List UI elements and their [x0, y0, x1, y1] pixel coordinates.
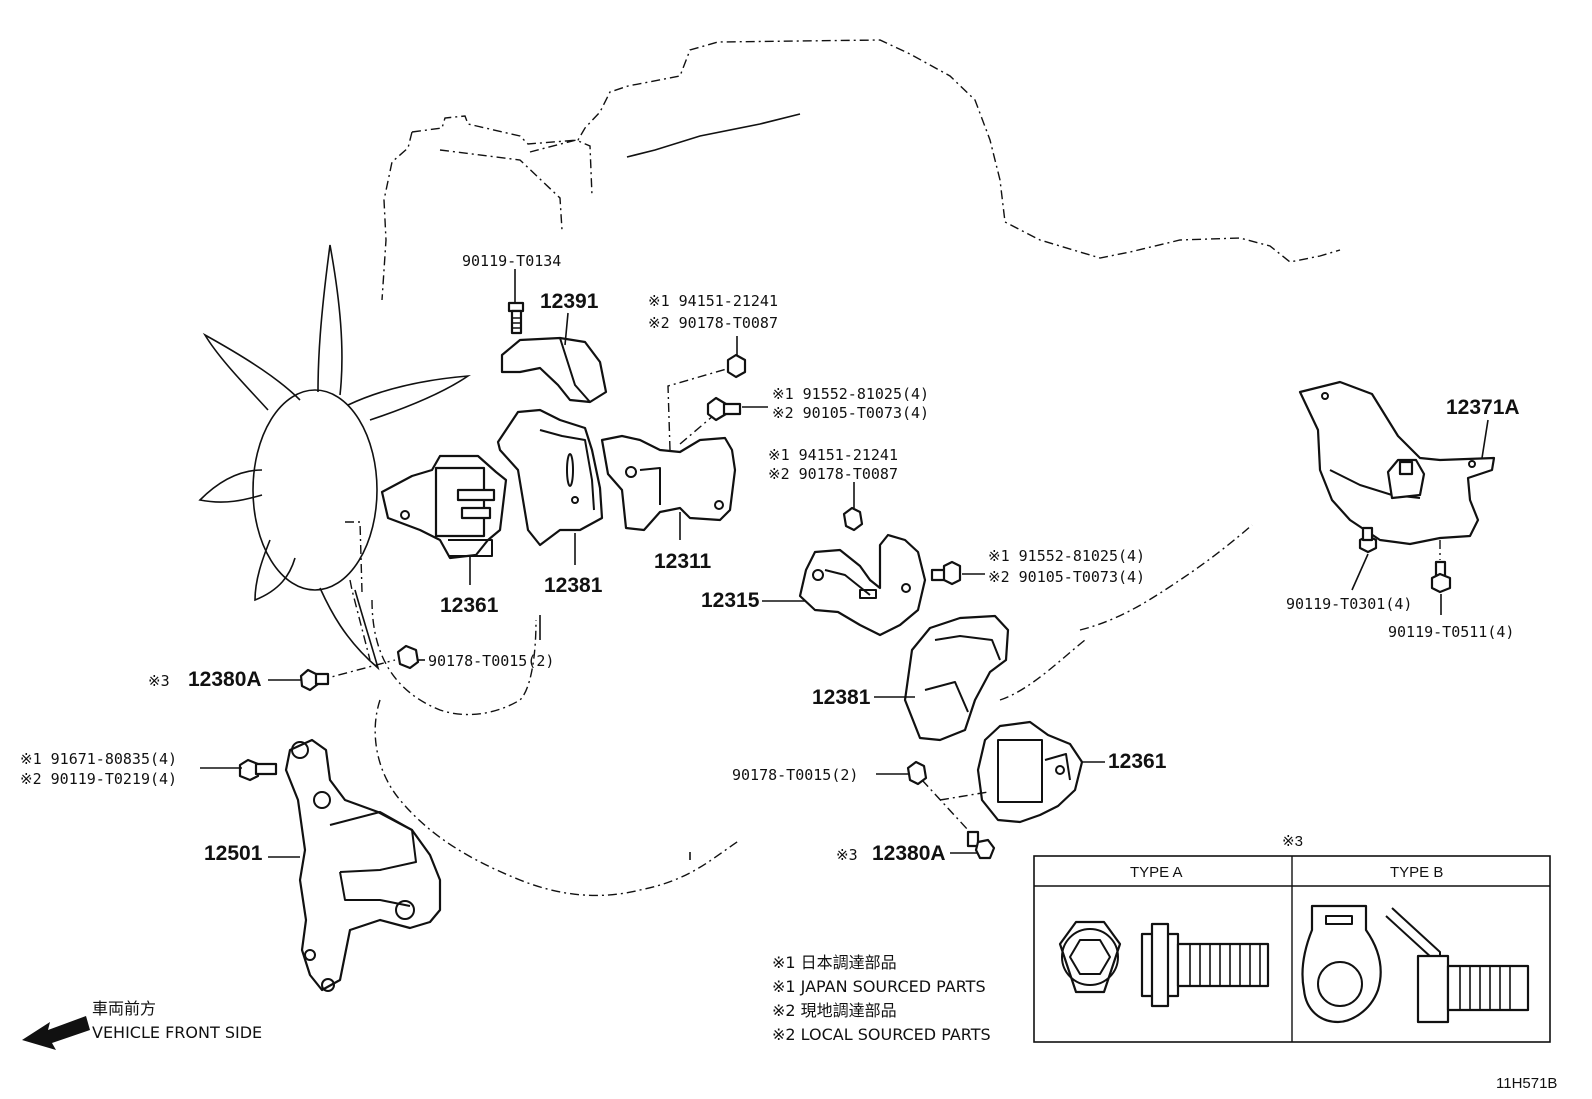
label-12311: 12311 [654, 550, 712, 573]
label-90119-t0219: ※2 90119-T0219(4) [20, 770, 177, 788]
part-12361-insulator-lower [976, 720, 1084, 824]
part-12381-bracket-upper [496, 408, 604, 547]
label-90178-t0015-right: 90178-T0015(2) [732, 766, 858, 784]
part-12391-cover [500, 336, 608, 404]
label-12380a-mark-left: ※3 [148, 672, 170, 690]
label-90105-upper: ※2 90105-T0073(4) [772, 404, 929, 422]
label-12380a-left: 12380A [188, 668, 262, 691]
label-91552-upper: ※1 91552-81025(4) [772, 385, 929, 403]
note-1-jp: ※1 日本調達部品 [772, 953, 897, 972]
type-b-header: TYPE B [1390, 864, 1443, 881]
direction-en: VEHICLE FRONT SIDE [92, 1023, 262, 1042]
type-b-bolt-illustration [1301, 904, 1530, 1024]
label-90119-t0301: 90119-T0301(4) [1286, 595, 1412, 613]
left-arrow-icon [22, 1016, 90, 1050]
label-90178-t0087-middle: ※2 90178-T0087 [768, 465, 898, 483]
type-a-header: TYPE A [1130, 864, 1183, 881]
leader-lines [200, 269, 1489, 858]
label-90119-t0134: 90119-T0134 [462, 252, 561, 270]
cooling-fan [198, 244, 471, 671]
bolt-90119-t0301 [1358, 526, 1378, 554]
label-12380a-mark-right: ※3 [836, 846, 858, 864]
label-90105-middle: ※2 90105-T0073(4) [988, 568, 1145, 586]
label-91671: ※1 91671-80835(4) [20, 750, 177, 768]
part-12501-bracket [284, 738, 442, 992]
label-91552-middle: ※1 91552-81025(4) [988, 547, 1145, 565]
part-12315-bracket [798, 533, 927, 637]
type-a-bolt-illustration [1058, 920, 1270, 1008]
vehicle-front-indicator: 車両前方 VEHICLE FRONT SIDE [22, 999, 262, 1050]
label-94151-middle: ※1 94151-21241 [768, 446, 898, 464]
label-90178-t0015-left: 90178-T0015(2) [428, 652, 554, 670]
lower-left-leaders [319, 615, 541, 681]
label-12381-upper: 12381 [544, 574, 603, 597]
note-1-en: ※1 JAPAN SOURCED PARTS [772, 977, 986, 996]
part-12361-insulator-upper [380, 454, 508, 560]
label-12315: 12315 [701, 589, 760, 612]
nut-90178-t0015-left [396, 644, 420, 670]
part-labels: 90119-T0134 12391 ※1 94151-21241 ※2 9017… [20, 252, 1520, 865]
label-12501: 12501 [204, 842, 263, 865]
direction-jp: 車両前方 [92, 999, 156, 1018]
type-table-title: ※3 [1282, 833, 1303, 850]
bolt-91671 [238, 758, 278, 782]
label-90178-t0087-upper: ※2 90178-T0087 [648, 314, 778, 332]
label-12381-lower: 12381 [812, 686, 871, 709]
sourcing-notes: ※1 日本調達部品 ※1 JAPAN SOURCED PARTS ※2 現地調達… [772, 953, 991, 1044]
engine-outline [345, 39, 1341, 897]
part-12371a-mount [1298, 380, 1496, 546]
label-12380a-right: 12380A [872, 842, 946, 865]
nut-94151-middle [842, 506, 864, 532]
label-12361-lower: 12361 [1108, 750, 1167, 773]
nut-94151-upper [726, 353, 747, 379]
figure-code: 11H571B [1496, 1075, 1557, 1092]
note-2-en: ※2 LOCAL SOURCED PARTS [772, 1025, 991, 1044]
bolt-91552-upper [706, 396, 742, 422]
type-table: ※3 TYPE A TYPE B [1033, 833, 1551, 1043]
label-12371a: 12371A [1446, 396, 1520, 419]
note-2-jp: ※2 現地調達部品 [772, 1001, 897, 1020]
bolt-90119-t0511 [1430, 540, 1452, 594]
bolt-91552-middle [930, 560, 962, 586]
bolt-12380a-right [966, 830, 996, 860]
label-12391: 12391 [540, 290, 599, 313]
lower-mount-leaders [921, 779, 989, 831]
part-12381-bracket-lower [903, 614, 1010, 742]
label-12361-upper: 12361 [440, 594, 499, 617]
label-94151-upper: ※1 94151-21241 [648, 292, 778, 310]
bolt-90119-t0134 [507, 301, 525, 335]
bolt-12380a-left [299, 668, 330, 692]
label-90119-t0511: 90119-T0511(4) [1388, 623, 1514, 641]
nut-90178-t0015-right [906, 760, 928, 786]
part-12311-bracket [600, 434, 737, 532]
